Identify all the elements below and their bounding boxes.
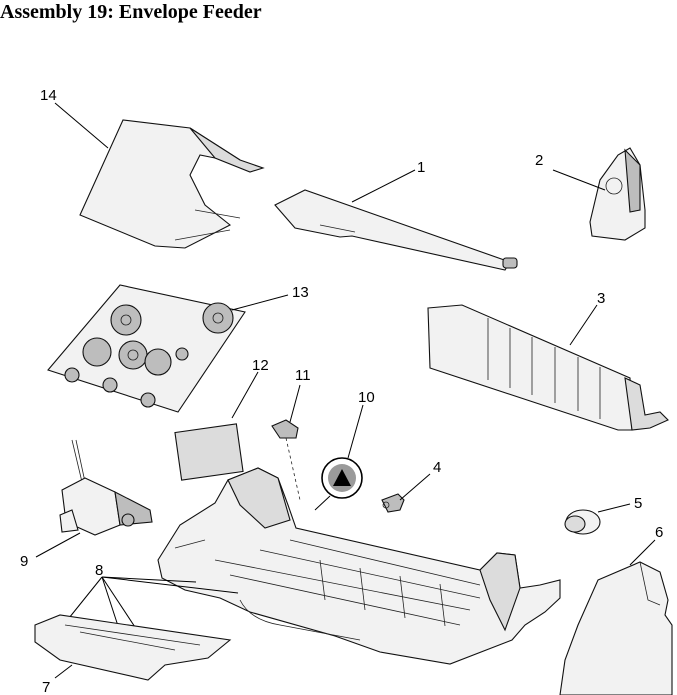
leader-13	[231, 294, 289, 311]
envelope-feeder-tray	[157, 467, 561, 665]
callout-13: 13	[292, 284, 309, 301]
leader-11	[289, 384, 301, 423]
leader-12	[231, 371, 259, 419]
part-7-base-plate	[34, 614, 232, 681]
part-11-clip	[271, 419, 301, 501]
callout-2: 2	[535, 152, 543, 169]
leader-10	[347, 404, 364, 459]
leader-6	[629, 539, 656, 566]
part-13-gear-kit	[47, 284, 246, 413]
leader-14	[54, 102, 109, 149]
callout-10: 10	[358, 389, 375, 406]
callout-8: 8	[95, 562, 103, 579]
callout-5: 5	[634, 495, 642, 512]
callout-11: 11	[295, 367, 311, 384]
leader-7	[54, 664, 73, 679]
part-1-guide-roller	[274, 189, 518, 271]
part-14-cover	[79, 119, 265, 249]
callout-3: 3	[597, 290, 605, 307]
part-9-motor	[59, 439, 153, 536]
part-5-bushing	[564, 509, 601, 535]
callout-6: 6	[655, 524, 663, 541]
leader-3	[569, 304, 598, 346]
callout-7: 7	[42, 679, 50, 695]
callout-1: 1	[417, 159, 425, 176]
page-title: Assembly 19: Envelope Feeder	[0, 1, 262, 23]
callout-9: 9	[20, 553, 28, 570]
part-3-rear-panel	[427, 304, 669, 431]
part-10-warning-symbol	[314, 457, 363, 511]
leader-1	[351, 169, 416, 203]
part-4-sensor	[381, 493, 405, 513]
callout-14: 14	[40, 87, 57, 104]
callout-12: 12	[252, 357, 269, 374]
leader-2	[552, 169, 606, 191]
leader-4	[399, 473, 431, 501]
part-6-side-cover	[559, 561, 673, 695]
callout-4: 4	[433, 459, 441, 476]
part-2-side-guide	[589, 147, 646, 241]
part-12-label	[174, 423, 244, 481]
leader-5	[597, 503, 631, 513]
leader-9	[35, 532, 81, 558]
